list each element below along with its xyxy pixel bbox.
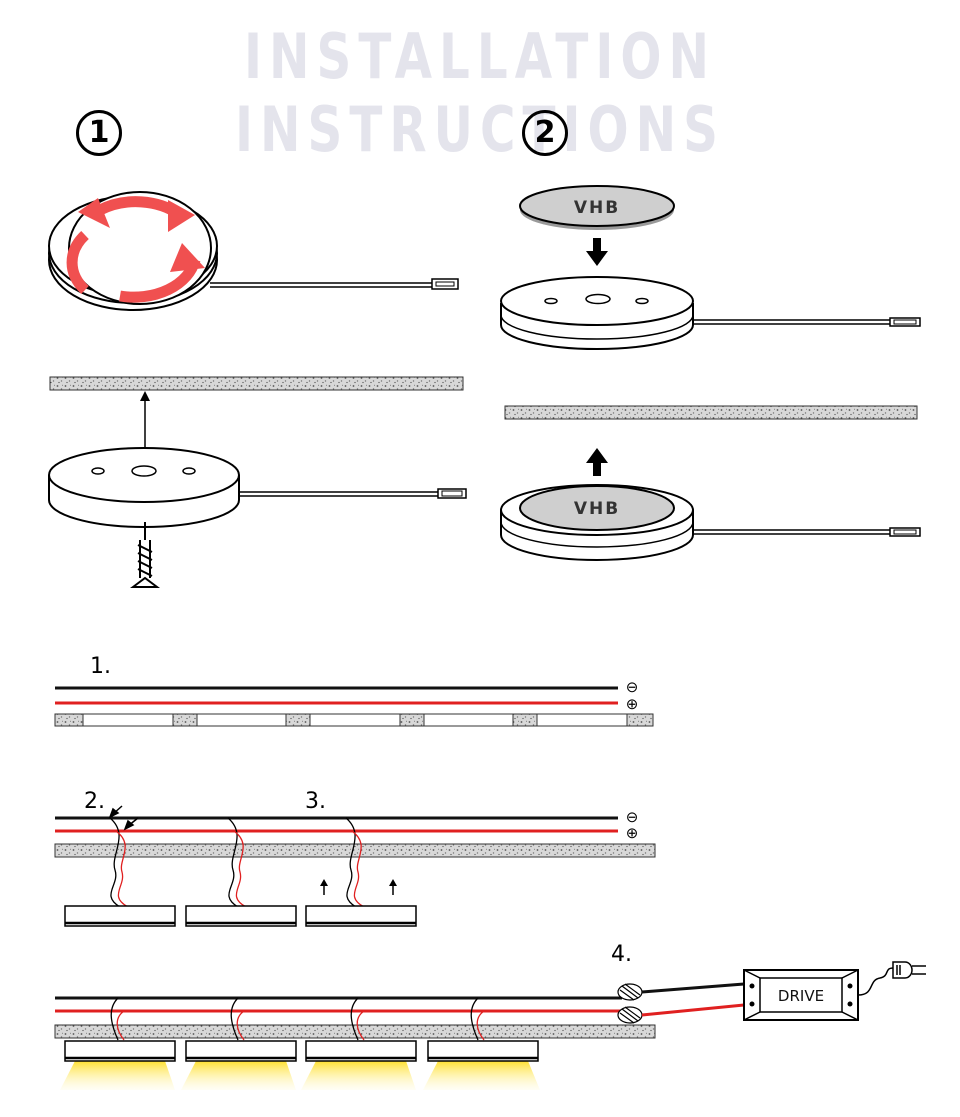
- wiring-step-1-label: 1.: [90, 654, 111, 679]
- puck-rotate-illustration: [48, 191, 459, 311]
- plus-symbol-2: ⊕: [626, 825, 639, 842]
- light-beams: [60, 1061, 540, 1090]
- vhb-label-top: VHB: [574, 198, 620, 218]
- plus-symbol-1: ⊕: [626, 696, 639, 713]
- step-1-badge: 1: [76, 110, 122, 156]
- light-bars-mounted: [64, 1040, 539, 1062]
- minus-symbol-1: ⊖: [626, 679, 639, 696]
- minus-symbol-2: ⊖: [626, 809, 639, 826]
- up-arrow-icon: [586, 448, 608, 476]
- wiring-step-4: DRIVE: [54, 961, 926, 1090]
- mounting-surface-2: [504, 405, 918, 420]
- screw-icon: [130, 522, 160, 588]
- wiring-step-2-label: 2.: [84, 789, 105, 814]
- vhb-illustration: VHB VHB: [500, 185, 921, 561]
- driver-label: DRIVE: [778, 987, 824, 1005]
- screw-mount-illustration: [48, 376, 467, 588]
- power-plug-icon: [892, 961, 926, 979]
- wire-connector-icons: [617, 983, 643, 1024]
- wiring-step-1: ⊖ ⊕: [54, 679, 654, 727]
- mounting-surface: [49, 376, 464, 391]
- down-arrow-icon: [586, 238, 608, 266]
- page-title: INSTALLATION INSTRUCTIONS: [235, 20, 725, 166]
- vhb-label-bottom: VHB: [574, 499, 620, 519]
- wiring-step-2-3: ⊖ ⊕: [54, 805, 656, 927]
- up-pointer-icons: [320, 879, 397, 895]
- light-bars-unmounted: [64, 905, 417, 927]
- wiring-step-3-label: 3.: [305, 789, 326, 814]
- driver-box: DRIVE: [743, 969, 859, 1021]
- pointer-arrows: [108, 805, 139, 831]
- step-2-badge: 2: [522, 110, 568, 156]
- wiring-step-4-label: 4.: [611, 942, 632, 967]
